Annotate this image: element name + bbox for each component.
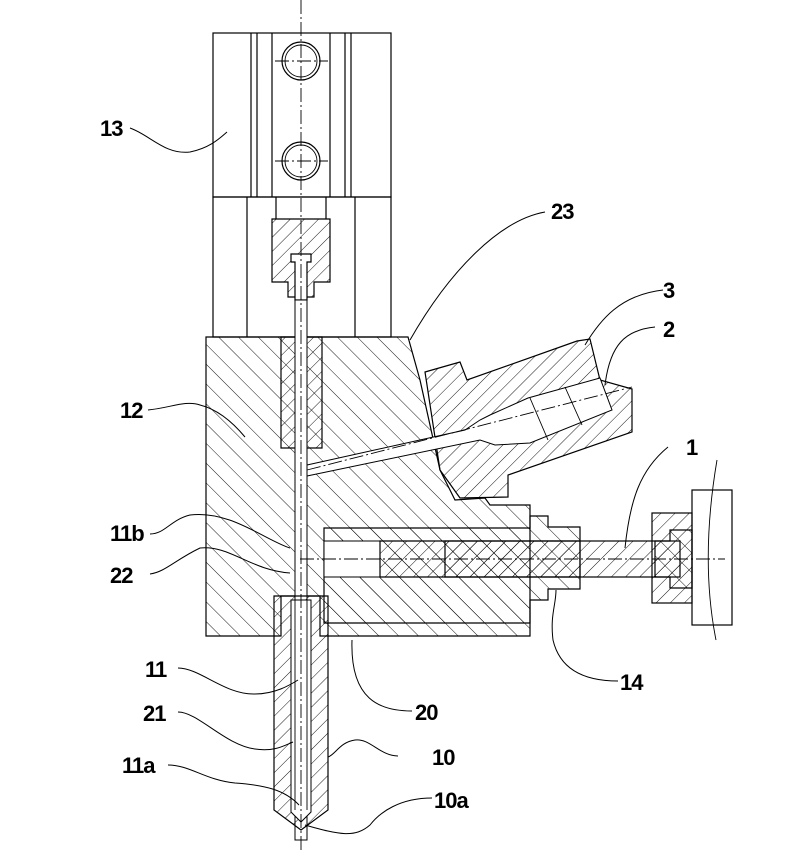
bolt-icon <box>275 141 328 181</box>
horizontal-assembly <box>300 459 733 641</box>
label-22: 22 <box>110 563 133 588</box>
label-11b: 11b <box>110 521 144 546</box>
label-12: 12 <box>120 398 143 423</box>
leader-lines <box>129 127 669 835</box>
label-2: 2 <box>663 317 675 342</box>
label-13: 13 <box>100 116 123 141</box>
label-20: 20 <box>415 700 438 725</box>
label-11: 11 <box>145 657 167 682</box>
inlet-nozzle <box>306 338 633 499</box>
label-11a: 11a <box>122 753 156 778</box>
label-10a: 10a <box>434 788 469 813</box>
label-21: 21 <box>143 701 166 726</box>
label-10: 10 <box>432 745 455 770</box>
label-14: 14 <box>620 670 644 695</box>
bolt-icon <box>275 41 328 81</box>
label-1: 1 <box>686 435 698 460</box>
actuator-housing <box>212 32 392 338</box>
label-23: 23 <box>551 199 574 224</box>
label-3: 3 <box>663 278 675 303</box>
